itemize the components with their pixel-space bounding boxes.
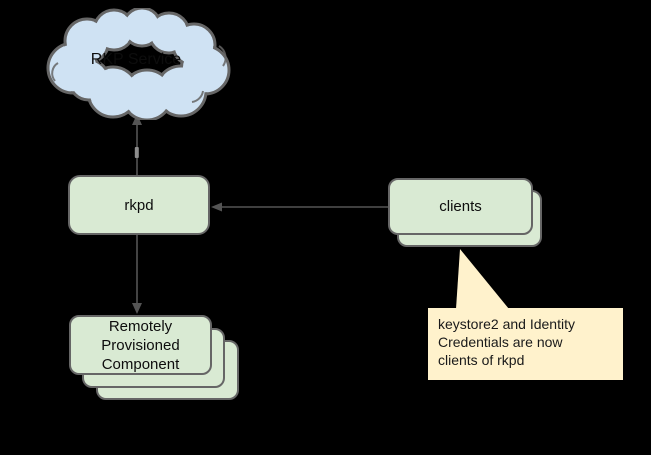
node-clients-label: clients	[439, 198, 482, 215]
node-rkpd-label: rkpd	[124, 196, 154, 214]
node-remotely-provisioned-component: Remotely Provisioned Component	[69, 315, 212, 375]
cloud-shape	[46, 6, 231, 122]
edge-midpoint-tick	[134, 147, 139, 158]
callout-note: keystore2 and Identity Credentials are n…	[428, 308, 623, 380]
node-rkp-service: RKP Service	[45, 6, 233, 122]
arrowhead-down-icon	[132, 303, 142, 314]
arrowhead-left-icon	[211, 202, 222, 212]
node-rpc-label: Remotely Provisioned Component	[101, 317, 180, 373]
node-rkpd: rkpd	[68, 175, 210, 235]
node-rkp-service-label: RKP Service	[90, 51, 182, 68]
callout-tail	[456, 249, 509, 309]
node-clients: clients	[388, 178, 533, 235]
callout-text: keystore2 and Identity Credentials are n…	[438, 316, 575, 368]
